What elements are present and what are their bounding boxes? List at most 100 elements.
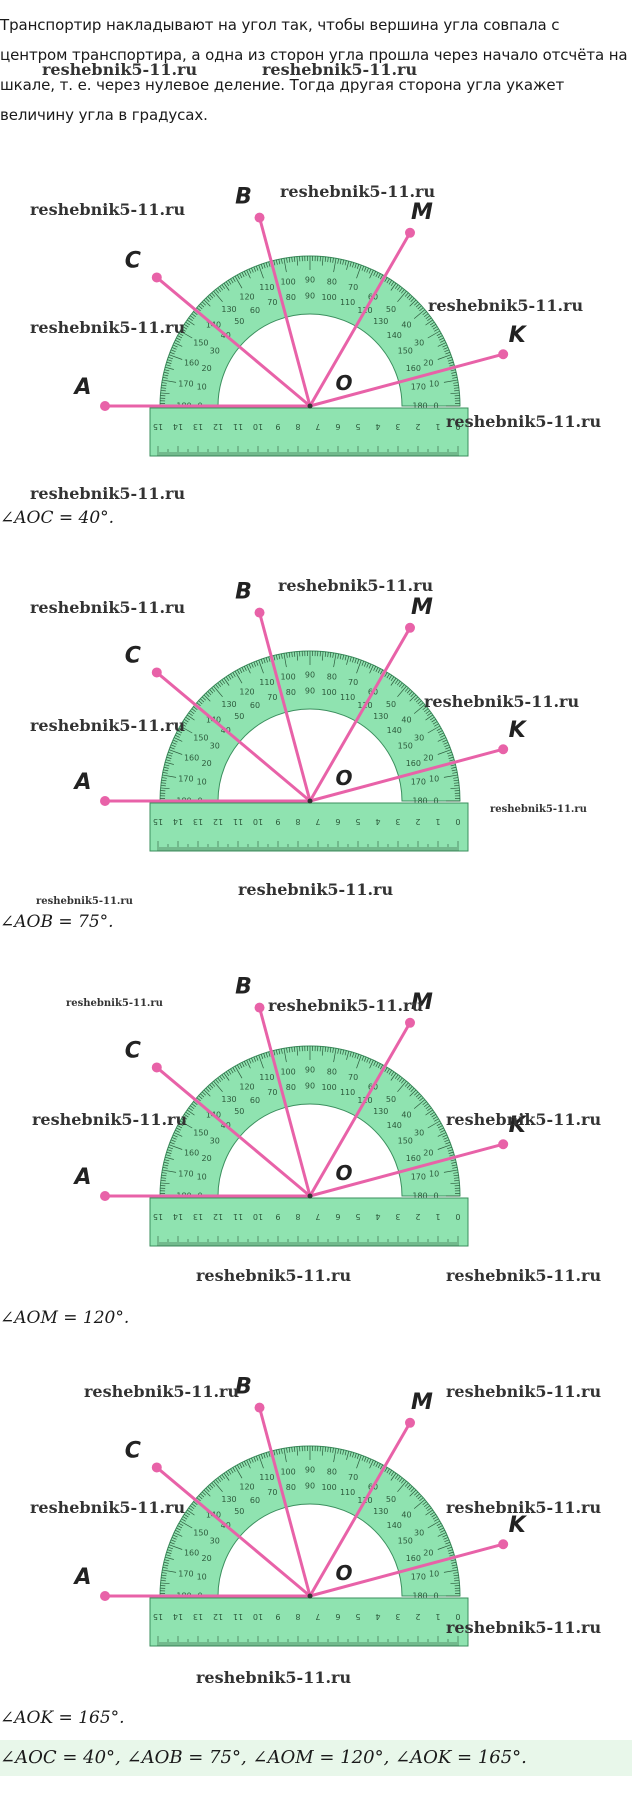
protractor-tick <box>425 1109 434 1116</box>
protractor-tick <box>398 1077 403 1082</box>
ray-endpoint-K <box>498 1139 509 1150</box>
point-label-K: K <box>509 718 528 743</box>
scale-number: 180 <box>412 1192 427 1201</box>
protractor-tick <box>427 1107 432 1112</box>
watermark: reshebnik5-11.ru <box>280 182 436 201</box>
protractor-diagram: 0180101702016030150401405013060120701108… <box>72 580 528 852</box>
protractor-tick <box>410 297 415 302</box>
ruler-number: 7 <box>315 1212 320 1221</box>
protractor-tick <box>184 324 189 328</box>
ruler-number: 6 <box>335 1612 340 1621</box>
protractor-tick <box>205 1487 210 1492</box>
scale-number: 50 <box>234 1507 244 1516</box>
protractor-tick <box>368 1458 372 1464</box>
protractor-tick <box>234 1465 243 1479</box>
protractor-tick <box>230 1068 234 1074</box>
protractor-tick <box>321 651 324 661</box>
protractor-tick <box>453 779 459 782</box>
protractor-tick <box>207 296 212 301</box>
scale-number: 20 <box>202 1154 212 1163</box>
protractor-tick <box>414 696 419 701</box>
protractor-tick <box>255 265 259 271</box>
scale-number: 20 <box>202 364 212 373</box>
protractor-tick <box>177 730 183 734</box>
protractor-diagram: 0180101702016030150401405013060120701108… <box>72 975 528 1247</box>
protractor-tick <box>169 746 175 750</box>
protractor-tick <box>449 1554 455 1557</box>
protractor-tick <box>167 1549 173 1552</box>
protractor-tick <box>369 269 374 279</box>
protractor-tick <box>178 1122 184 1127</box>
protractor-tick <box>161 779 167 782</box>
protractor-tick <box>185 321 190 326</box>
protractor-tick <box>291 1047 293 1053</box>
scale-number: 20 <box>423 753 433 762</box>
protractor-tick <box>352 1052 355 1058</box>
protractor-tick <box>451 371 457 374</box>
ruler-number: 6 <box>335 1212 340 1221</box>
ray-endpoint-B <box>254 212 265 223</box>
scale-number: 160 <box>184 753 199 762</box>
protractor-tick <box>209 689 214 694</box>
protractor-tick <box>444 1539 450 1543</box>
protractor-tick <box>278 1449 281 1455</box>
protractor-tick <box>439 1527 444 1531</box>
protractor-tick <box>161 387 167 389</box>
ruler-number: 4 <box>375 1612 380 1621</box>
protractor-tick <box>447 359 453 362</box>
protractor-tick <box>437 335 443 339</box>
protractor-tick <box>442 739 448 743</box>
protractor-tick <box>215 289 220 294</box>
point-label-B: B <box>235 580 252 605</box>
protractor-tick <box>352 262 355 268</box>
protractor-tick <box>160 1579 166 1582</box>
scale-number: 170 <box>411 382 426 391</box>
protractor-tick <box>179 330 193 339</box>
scale-number: 50 <box>234 317 244 326</box>
protractor-tick <box>263 1053 266 1059</box>
protractor-tick <box>258 1454 264 1469</box>
scale-number: 40 <box>401 321 411 330</box>
protractor-tick <box>431 1114 436 1118</box>
protractor-tick <box>415 698 420 703</box>
protractor-tick <box>169 351 175 355</box>
protractor-tick <box>450 1582 460 1585</box>
protractor-tick <box>203 1089 211 1097</box>
protractor-tick <box>209 294 214 299</box>
protractor-tick <box>377 1063 381 1069</box>
scale-number: 30 <box>210 347 220 356</box>
protractor-figure-4: 0180101702016030150401405013060120701108… <box>0 1350 632 1680</box>
protractor-tick <box>396 1475 401 1481</box>
result-text-3: ∠AOM = 120°. <box>0 1308 130 1328</box>
protractor-tick <box>437 737 447 742</box>
protractor-tick <box>324 1446 327 1452</box>
protractor-tick <box>419 702 424 707</box>
ray-endpoint-C <box>151 272 162 283</box>
protractor-tick <box>177 335 183 339</box>
scale-number: 150 <box>398 742 413 751</box>
protractor-tick <box>211 1082 216 1087</box>
protractor-tick <box>163 1164 169 1167</box>
protractor-tick <box>384 277 388 282</box>
protractor-tick <box>443 1169 458 1173</box>
protractor-tick <box>221 284 226 289</box>
protractor-tick <box>275 259 278 265</box>
ray-B <box>258 217 312 407</box>
protractor-tick <box>425 714 434 721</box>
ruler-number: 2 <box>415 422 420 431</box>
ruler-number: 1 <box>435 1212 440 1221</box>
protractor-tick <box>356 659 360 665</box>
protractor-tick <box>409 694 417 702</box>
protractor-tick <box>291 652 293 658</box>
protractor-tick <box>329 1447 332 1453</box>
protractor-tick <box>188 712 193 717</box>
scale-number: 0 <box>433 797 438 806</box>
protractor-tick <box>397 290 407 303</box>
protractor-tick <box>161 1572 167 1574</box>
watermark: reshebnik5-11.ru <box>446 412 602 431</box>
protractor-tick <box>186 1109 195 1116</box>
protractor-tick <box>451 769 457 772</box>
protractor-tick <box>162 379 177 383</box>
scale-number: 160 <box>406 364 421 373</box>
scale-number: 160 <box>184 1548 199 1557</box>
